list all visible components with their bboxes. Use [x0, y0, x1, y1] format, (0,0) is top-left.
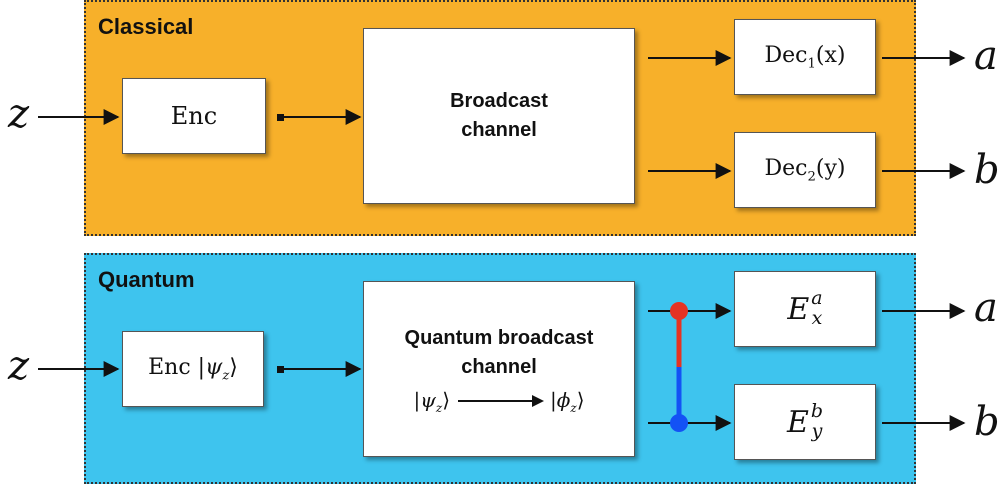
quantum-output-b: b: [974, 399, 1000, 445]
classical-encoder-box: Enc: [122, 78, 266, 154]
quantum-encoder-label: Enc |ψz⟩: [148, 354, 238, 384]
quantum-channel-label-line2: channel: [461, 355, 537, 378]
state-arrow: [458, 395, 545, 407]
entanglement-node-top: [670, 302, 688, 320]
entanglement-node-bottom: [670, 414, 688, 432]
input-state: |ψz⟩: [413, 387, 451, 415]
decoder-2-label: Dec2(y): [764, 155, 846, 185]
classical-channel-label: Broadcast channel: [450, 90, 548, 141]
quantum-input-z: z: [8, 343, 30, 389]
quantum-output-a: a: [974, 285, 998, 331]
decoder-2-box: Dec2(y): [734, 132, 876, 208]
measurement-b-label: E b y: [786, 400, 824, 442]
classical-output-b: b: [974, 147, 1000, 193]
output-state: |ϕz⟩: [550, 387, 585, 415]
quantum-channel-label-line1: Quantum broadcast: [404, 326, 594, 349]
state-transformation: |ψz⟩ |ϕz⟩: [413, 388, 584, 415]
measurement-a-box: E a x: [734, 271, 876, 347]
classical-encoder-label: Enc: [170, 102, 218, 130]
measurement-a-label: E a x: [787, 287, 823, 329]
quantum-title: Quantum: [98, 267, 195, 292]
quantum-broadcast-channel-box: Quantum broadcast channel |ψz⟩ |ϕz⟩: [363, 281, 635, 457]
measurement-b-box: E b y: [734, 384, 876, 460]
quantum-enc-port: [277, 366, 284, 373]
quantum-encoder-box: Enc |ψz⟩: [122, 331, 264, 407]
decoder-1-label: Dec1(x): [764, 42, 846, 72]
classical-input-z: z: [8, 91, 30, 137]
classical-broadcast-channel-box: Broadcast channel: [363, 28, 635, 204]
classical-title: Classical: [98, 14, 194, 39]
classical-enc-port: [277, 114, 284, 121]
classical-output-a: a: [974, 33, 998, 79]
decoder-1-box: Dec1(x): [734, 19, 876, 95]
